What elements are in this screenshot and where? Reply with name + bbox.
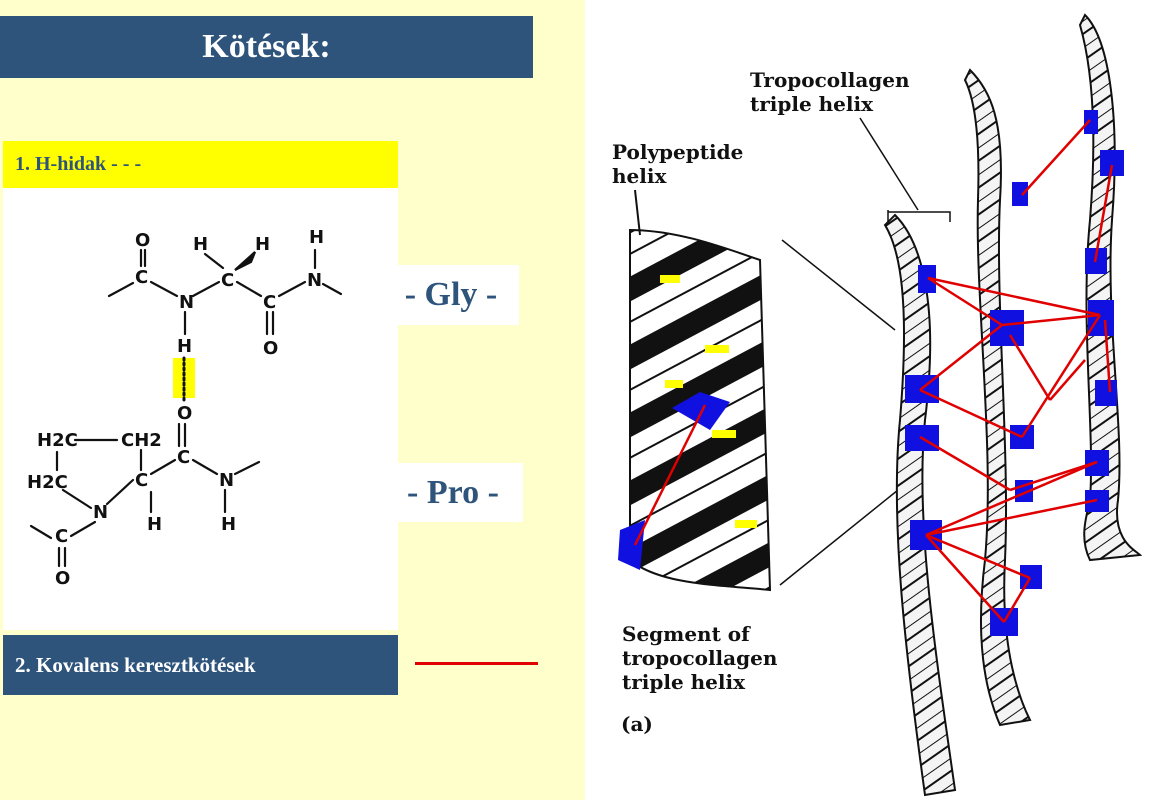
covalent-legend-label: 2. Kovalens keresztkötések	[3, 635, 398, 695]
atom-o-pro-acyl: O	[55, 568, 70, 589]
page-title: Kötések:	[0, 16, 533, 78]
atom-h-pro-alpha: H	[147, 514, 162, 535]
atom-c-carbonyl-1: C	[135, 267, 148, 288]
atom-ch2-ring-b: CH2	[121, 430, 162, 451]
crosslink-sites	[905, 110, 1124, 636]
atom-n-right: N	[307, 270, 322, 291]
atom-c-pro-acyl: C	[55, 526, 68, 547]
chemical-structure-diagram: O C N C H H C O N H H O C N H C H N H2C …	[27, 227, 343, 589]
gly-residue-label: - Gly -	[383, 265, 519, 325]
collagen-figure	[618, 13, 1143, 797]
panel-label: (a)	[621, 712, 653, 736]
segment-label: Segment of tropocollagen triple helix	[622, 622, 778, 694]
atom-h-gly-1: H	[193, 234, 208, 255]
atom-n-pro-right: N	[219, 470, 234, 491]
atom-n-gly: N	[179, 292, 194, 313]
atom-c-alpha-gly: C	[221, 270, 234, 291]
hbond-legend-label: 1. H-hidak - - -	[3, 141, 398, 188]
atom-h-gly-2: H	[255, 234, 270, 255]
polypeptide-label: Polypeptide helix	[612, 140, 744, 188]
atom-h-nh: H	[177, 336, 192, 357]
atom-o-pro: O	[177, 403, 192, 424]
atom-c-carbonyl-2: C	[263, 292, 276, 313]
atom-n-pro-ring: N	[93, 502, 108, 523]
atom-h-pro-right: H	[221, 514, 236, 535]
atom-o-gly: O	[263, 338, 278, 359]
polypeptide-helix	[618, 189, 772, 592]
atom-o-top: O	[135, 230, 150, 251]
atom-c-alpha-pro: C	[135, 470, 148, 491]
atom-h-right: H	[309, 227, 324, 248]
pro-residue-label: - Pro -	[383, 463, 523, 522]
atom-c-pro-carbonyl: C	[177, 447, 190, 468]
tropocollagen-label: Tropocollagen triple helix	[750, 68, 910, 116]
crosslink-legend-line	[415, 662, 538, 665]
covalent-crosslinks	[919, 119, 1114, 623]
atom-ch2-ring-c: H2C	[27, 472, 68, 493]
chemical-structure-panel	[3, 188, 398, 630]
atom-ch2-ring-a: H2C	[37, 430, 78, 451]
